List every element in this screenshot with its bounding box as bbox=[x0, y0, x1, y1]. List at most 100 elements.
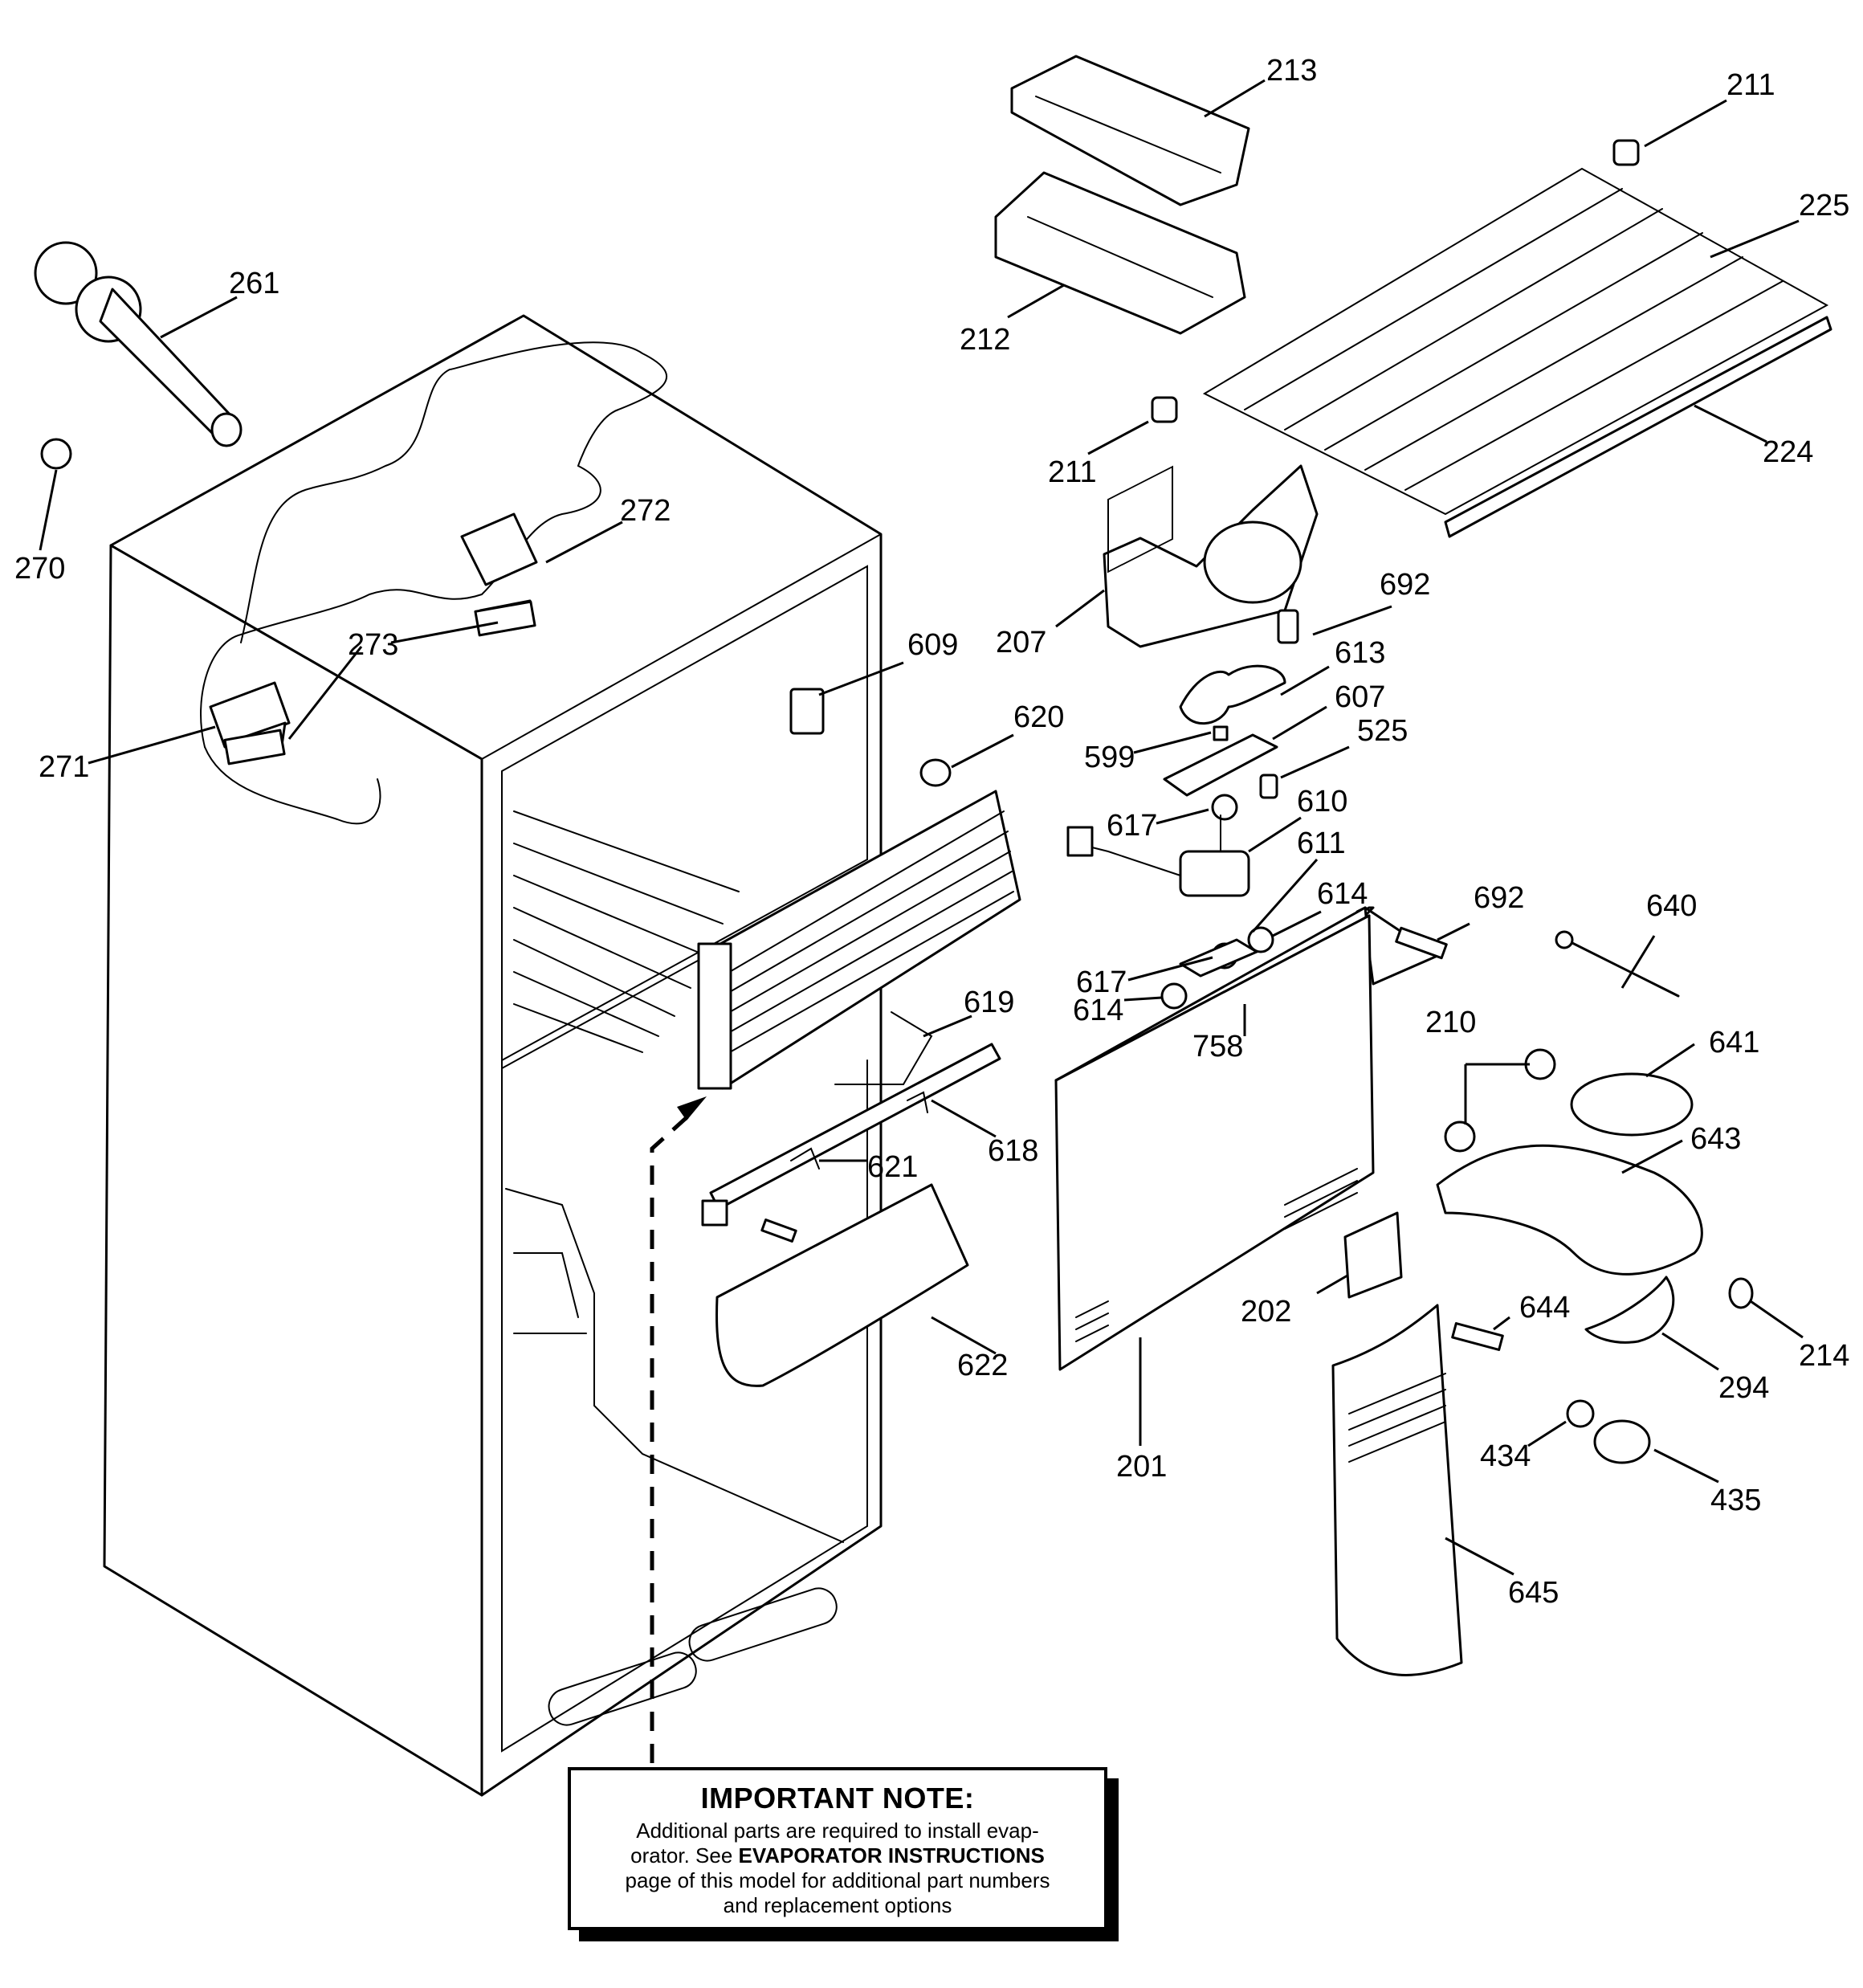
callout-214: 214 bbox=[1799, 1339, 1849, 1373]
screw-622 bbox=[760, 1219, 797, 1243]
clip-270 bbox=[40, 438, 72, 470]
callout-617: 617 bbox=[1107, 809, 1157, 843]
callout-618: 618 bbox=[988, 1134, 1038, 1168]
callout-207: 207 bbox=[996, 626, 1046, 659]
callout-610: 610 bbox=[1297, 785, 1347, 818]
note-body: Additional parts are required to install… bbox=[571, 1819, 1104, 1918]
note-line-2-text: orator. See bbox=[630, 1843, 739, 1868]
callout-692: 692 bbox=[1380, 568, 1430, 602]
callout-273: 273 bbox=[348, 628, 398, 662]
callout-434: 434 bbox=[1480, 1439, 1531, 1473]
clip-619 bbox=[834, 1011, 933, 1085]
callout-599: 599 bbox=[1084, 741, 1135, 774]
socket-210a bbox=[1524, 1048, 1556, 1080]
heater-618 bbox=[701, 1043, 1001, 1227]
callout-202: 202 bbox=[1241, 1295, 1291, 1329]
cabinet bbox=[103, 314, 883, 1797]
callout-640: 640 bbox=[1646, 889, 1697, 923]
callout-617: 617 bbox=[1076, 965, 1127, 999]
part-599 bbox=[1213, 725, 1229, 741]
lens-294 bbox=[1584, 1276, 1675, 1344]
shelf-support-211b bbox=[1151, 396, 1178, 423]
evaporator bbox=[697, 790, 1021, 1090]
callout-641: 641 bbox=[1709, 1026, 1759, 1059]
callout-692: 692 bbox=[1474, 881, 1524, 915]
callout-212: 212 bbox=[960, 323, 1010, 357]
callout-294: 294 bbox=[1718, 1371, 1769, 1405]
connector-273b bbox=[223, 729, 286, 765]
switch-609 bbox=[789, 688, 825, 735]
callout-210: 210 bbox=[1425, 1006, 1476, 1039]
screw-525 bbox=[1259, 774, 1278, 799]
fan-motor-610 bbox=[1066, 814, 1250, 897]
callout-614: 614 bbox=[1073, 994, 1123, 1027]
shelf-support-211a bbox=[1612, 139, 1640, 166]
callout-labels: 213 211 225 212 261 211 224 270 272 273 … bbox=[14, 54, 1849, 1610]
callout-643: 643 bbox=[1690, 1122, 1741, 1156]
wire-shelf-225 bbox=[1202, 167, 1829, 516]
part-620 bbox=[919, 758, 952, 787]
callout-211: 211 bbox=[1048, 455, 1097, 489]
back-panel-201 bbox=[1054, 465, 1439, 1371]
grommet-614b bbox=[1160, 982, 1188, 1010]
fan-blade-613 bbox=[1179, 664, 1286, 725]
shelf-rail-224 bbox=[1444, 316, 1832, 538]
callout-213: 213 bbox=[1266, 54, 1317, 88]
grille-202 bbox=[1343, 1211, 1403, 1299]
callout-261: 261 bbox=[229, 267, 279, 300]
socket-434 bbox=[1566, 1399, 1595, 1428]
wire-harness bbox=[200, 341, 667, 825]
part-640 bbox=[1555, 930, 1680, 998]
water-tube-261 bbox=[34, 241, 243, 447]
vent-slots-201 bbox=[1075, 1168, 1358, 1342]
drain-trough-622 bbox=[715, 1183, 969, 1387]
note-title: IMPORTANT NOTE: bbox=[700, 1782, 975, 1815]
screw-644 bbox=[1451, 1322, 1504, 1351]
ice-tray-holder-212 bbox=[994, 171, 1246, 335]
callout-272: 272 bbox=[620, 494, 671, 528]
note-pointer bbox=[650, 1096, 707, 1763]
cover-641 bbox=[1570, 1072, 1694, 1137]
connector-273a bbox=[474, 600, 536, 637]
screw-692b bbox=[1395, 926, 1448, 960]
light-shield-645 bbox=[1331, 1304, 1463, 1676]
callout-609: 609 bbox=[907, 628, 958, 662]
housing-643 bbox=[1436, 1144, 1703, 1276]
callout-201: 201 bbox=[1116, 1450, 1167, 1484]
callout-620: 620 bbox=[1013, 700, 1064, 734]
callout-435: 435 bbox=[1710, 1484, 1761, 1517]
callout-621: 621 bbox=[867, 1150, 918, 1184]
ice-tray-213 bbox=[1010, 55, 1250, 206]
grommet-617a bbox=[1211, 794, 1238, 821]
callout-613: 613 bbox=[1335, 636, 1385, 670]
callout-211: 211 bbox=[1726, 68, 1775, 102]
fan-housing-207 bbox=[1103, 464, 1319, 648]
note-line-1: Additional parts are required to install… bbox=[636, 1819, 1039, 1843]
callout-525: 525 bbox=[1357, 714, 1408, 748]
clip-621 bbox=[790, 1091, 928, 1170]
callout-622: 622 bbox=[957, 1349, 1008, 1382]
screw-692a bbox=[1277, 609, 1299, 644]
grommet-614a bbox=[1247, 926, 1274, 953]
callout-614: 614 bbox=[1317, 877, 1368, 911]
bracket-607 bbox=[1163, 733, 1278, 797]
callout-611: 611 bbox=[1297, 827, 1346, 860]
important-note-box: IMPORTANT NOTE: Additional parts are req… bbox=[568, 1767, 1107, 1930]
bulb-435 bbox=[1593, 1419, 1651, 1464]
note-line-4: and replacement options bbox=[723, 1893, 952, 1917]
callout-224: 224 bbox=[1763, 435, 1813, 469]
ring-214 bbox=[1728, 1277, 1754, 1309]
socket-210b bbox=[1444, 1121, 1476, 1153]
callout-607: 607 bbox=[1335, 680, 1385, 714]
callout-644: 644 bbox=[1519, 1291, 1570, 1325]
freezer-liner-ribs bbox=[513, 810, 740, 1053]
callout-225: 225 bbox=[1799, 189, 1849, 222]
callout-271: 271 bbox=[39, 750, 89, 784]
leader-lines bbox=[39, 79, 1804, 1576]
callout-758: 758 bbox=[1192, 1030, 1243, 1063]
note-line-2: orator. See EVAPORATOR INSTRUCTIONS bbox=[582, 1843, 1093, 1868]
callout-645: 645 bbox=[1508, 1576, 1559, 1610]
callout-619: 619 bbox=[964, 986, 1014, 1019]
callout-270: 270 bbox=[14, 552, 65, 586]
